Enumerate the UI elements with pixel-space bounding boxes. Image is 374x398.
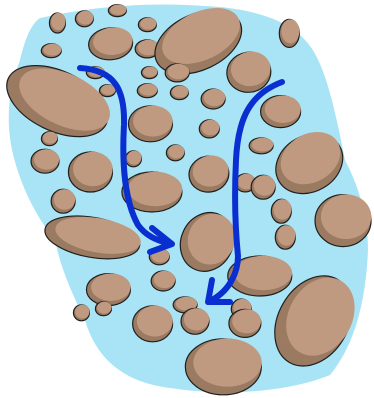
pebble	[137, 84, 157, 98]
pebble	[141, 67, 157, 79]
pebble	[41, 132, 57, 146]
pebble-body	[252, 138, 274, 152]
pebble	[170, 86, 188, 100]
pebble-body	[137, 306, 173, 337]
pebble	[261, 95, 301, 127]
pebble-body	[143, 67, 157, 77]
pebble	[166, 145, 184, 161]
pebble-body	[75, 305, 89, 319]
pebble-body	[193, 339, 261, 387]
pebble	[279, 19, 299, 47]
pebble	[271, 199, 291, 223]
pebble	[275, 225, 295, 249]
pebble-body	[140, 18, 156, 30]
pebble-body	[273, 199, 291, 220]
pebble-body	[34, 149, 59, 170]
pebble-body	[254, 175, 276, 196]
pebble	[95, 302, 111, 316]
pebble-body	[43, 44, 61, 56]
pebble	[165, 64, 189, 82]
pebble-body	[77, 11, 93, 25]
pebble	[68, 152, 112, 192]
pebble-body	[154, 271, 176, 288]
pebble	[75, 11, 93, 27]
pebble	[49, 13, 65, 33]
pebble-body	[281, 19, 299, 43]
pebble-body	[234, 256, 292, 290]
pebble-body	[91, 273, 131, 301]
pebble-body	[43, 132, 57, 144]
pebble	[99, 85, 115, 97]
pebble-body	[184, 308, 209, 330]
pebble	[185, 339, 261, 395]
pebble	[125, 151, 141, 167]
pebble	[249, 138, 273, 154]
pebble	[315, 194, 371, 246]
pebble-body	[128, 172, 182, 206]
pebble	[229, 309, 261, 337]
pebble-body	[110, 5, 126, 15]
pebble-body	[51, 13, 65, 30]
pebble-body	[204, 89, 226, 106]
pebble-body	[172, 86, 188, 98]
pebble-body	[265, 95, 301, 123]
pebble-body	[133, 106, 173, 137]
pebble	[201, 89, 225, 109]
pebble	[151, 271, 175, 291]
pebble-body	[168, 64, 190, 79]
pebble	[138, 18, 156, 32]
pebble-body	[127, 151, 141, 165]
pebble-body	[201, 120, 219, 135]
pebble	[51, 189, 75, 213]
pebble-body	[139, 84, 157, 96]
pebble-body	[97, 302, 111, 314]
pebble	[108, 5, 126, 17]
pebble	[128, 106, 172, 142]
pebble-body	[168, 145, 184, 159]
pebble	[31, 149, 59, 173]
pebble-body	[321, 194, 371, 239]
pebble-body	[54, 189, 76, 210]
pebble	[41, 44, 61, 58]
pebble	[199, 120, 219, 138]
pebble	[251, 175, 275, 199]
pebble-body	[232, 309, 261, 333]
pebble	[133, 306, 173, 342]
pebble	[73, 305, 89, 321]
pebble	[181, 308, 209, 334]
pebble-body	[277, 225, 295, 246]
pebble-body	[73, 152, 113, 186]
pebble	[86, 273, 130, 305]
